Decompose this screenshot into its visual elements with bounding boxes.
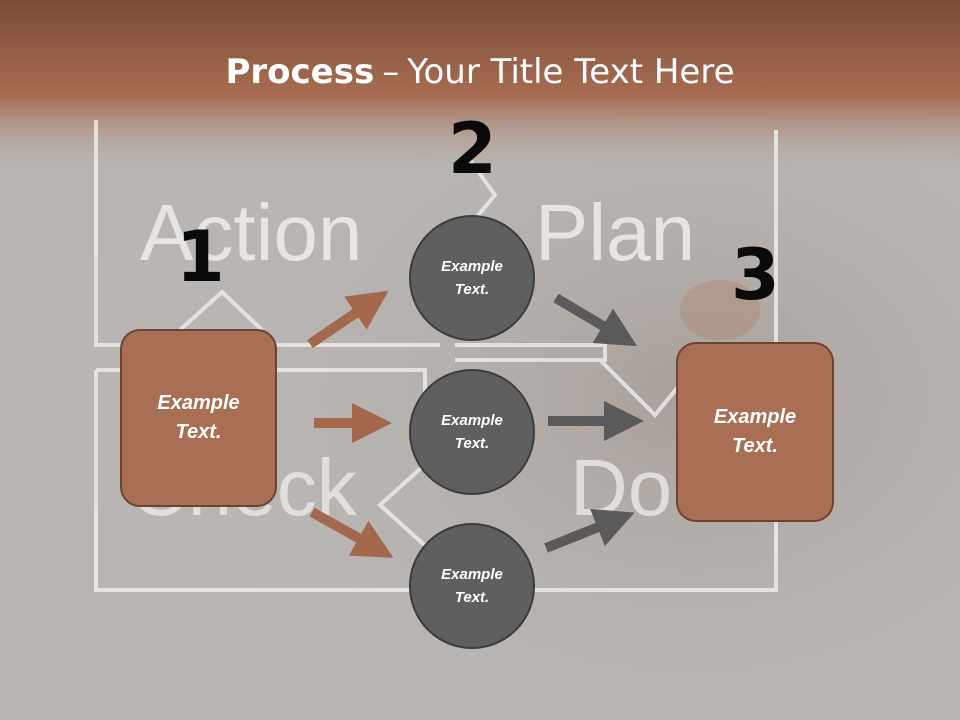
left-box-label: Example Text.: [157, 392, 240, 443]
arrow-box-to-circle-top: [307, 290, 389, 349]
arrow-circle-top-to-box: [553, 293, 638, 347]
title-dash: –: [382, 52, 400, 92]
right-box[interactable]: Example Text.: [676, 342, 834, 522]
circle-top[interactable]: Example Text.: [409, 215, 535, 341]
circle-bottom[interactable]: Example Text.: [409, 523, 535, 649]
step-number-3: 3: [731, 234, 780, 316]
bg-word-action: Action: [140, 188, 362, 277]
circle-middle[interactable]: Example Text.: [409, 369, 535, 495]
circle-bottom-label: Example Text.: [441, 566, 503, 606]
step-number-1: 1: [176, 216, 225, 298]
left-box[interactable]: Example Text.: [120, 329, 277, 507]
title-rest: Your Title Text Here: [407, 52, 735, 92]
arrow-box-to-circle-bottom: [309, 507, 394, 558]
step-number-2: 2: [448, 108, 497, 190]
title-bold: Process: [225, 52, 375, 92]
page-title: Process–Your Title Text Here: [0, 52, 960, 92]
right-box-label: Example Text.: [713, 406, 797, 457]
circle-top-label: Example Text.: [441, 258, 503, 298]
circle-middle-label: Example Text.: [441, 412, 503, 452]
bg-word-plan: Plan: [535, 188, 695, 277]
arrow-circle-bottom-to-box: [544, 508, 635, 553]
